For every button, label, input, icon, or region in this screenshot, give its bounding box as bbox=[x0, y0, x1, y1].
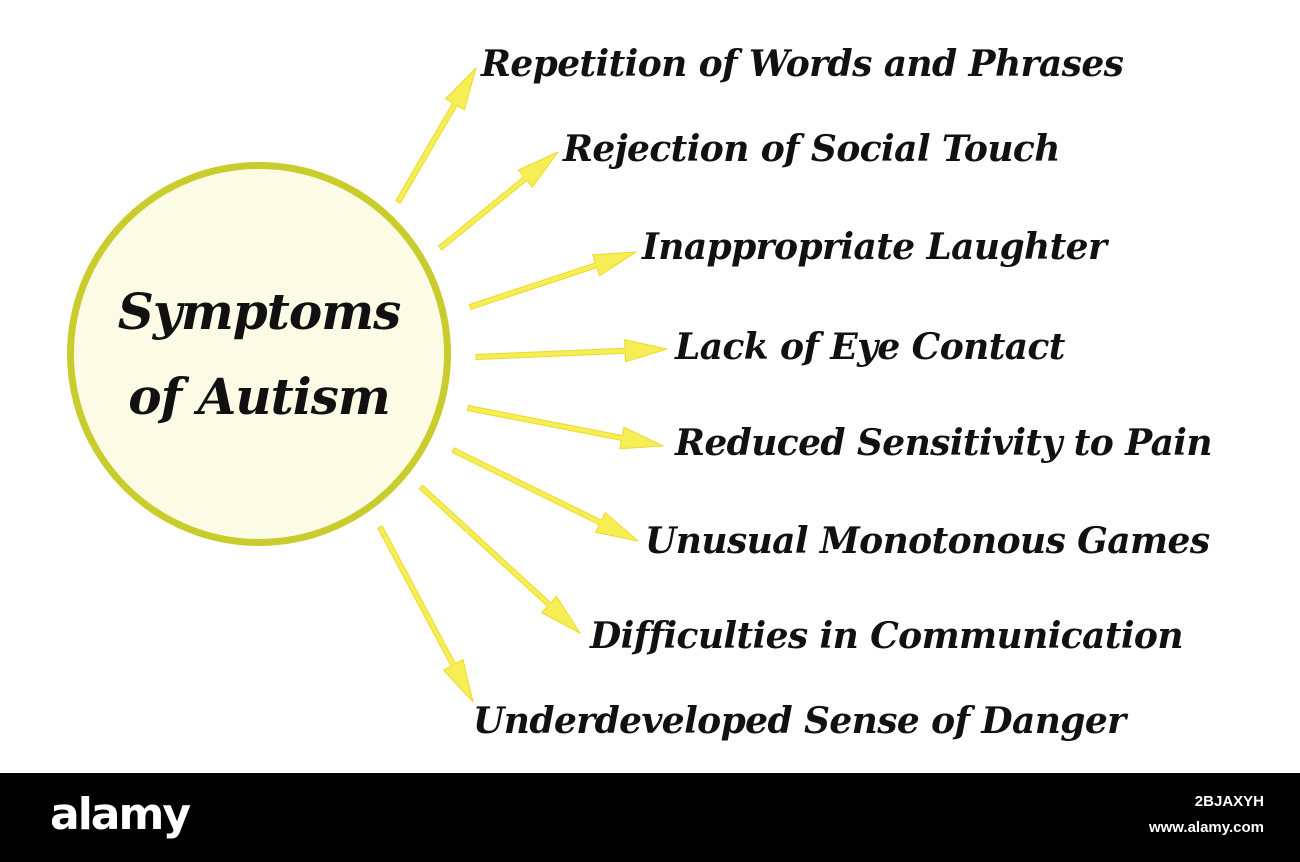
center-circle: Symptoms of Autism bbox=[67, 162, 451, 546]
arrow-8 bbox=[377, 525, 474, 703]
brand-logo: alamy bbox=[50, 789, 191, 840]
symptom-label-danger: Underdeveloped Sense of Danger bbox=[473, 700, 1126, 742]
symptom-label-communication: Difficulties in Communication bbox=[590, 615, 1184, 657]
stock-image-id: 2BJAXYH bbox=[1194, 793, 1264, 810]
arrow-1 bbox=[395, 67, 477, 204]
symptom-label-pain-sensitivity: Reduced Sensitivity to Pain bbox=[675, 422, 1213, 464]
diagram-canvas: Symptoms of Autism Repetition of Words a… bbox=[67, 43, 1213, 742]
arrow-3 bbox=[468, 251, 637, 310]
arrows-layer bbox=[377, 67, 668, 703]
site-url: www.alamy.com bbox=[1148, 819, 1264, 836]
symptom-label-repetition: Repetition of Words and Phrases bbox=[481, 43, 1124, 85]
arrow-6 bbox=[451, 447, 639, 542]
arrow-4 bbox=[475, 339, 668, 363]
arrow-2 bbox=[437, 151, 559, 251]
arrow-7 bbox=[418, 484, 581, 634]
symptom-label-eye-contact: Lack of Eye Contact bbox=[675, 326, 1065, 368]
center-title-line-1: Symptoms bbox=[117, 282, 402, 341]
symptom-label-monotonous-games: Unusual Monotonous Games bbox=[645, 520, 1210, 562]
arrow-5 bbox=[467, 405, 664, 450]
symptom-label-laughter: Inappropriate Laughter bbox=[642, 226, 1107, 268]
center-title-line-2: of Autism bbox=[128, 367, 391, 426]
symptom-label-social-touch: Rejection of Social Touch bbox=[563, 128, 1060, 170]
watermark-footer: alamy 2BJAXYH www.alamy.com bbox=[0, 773, 1300, 862]
